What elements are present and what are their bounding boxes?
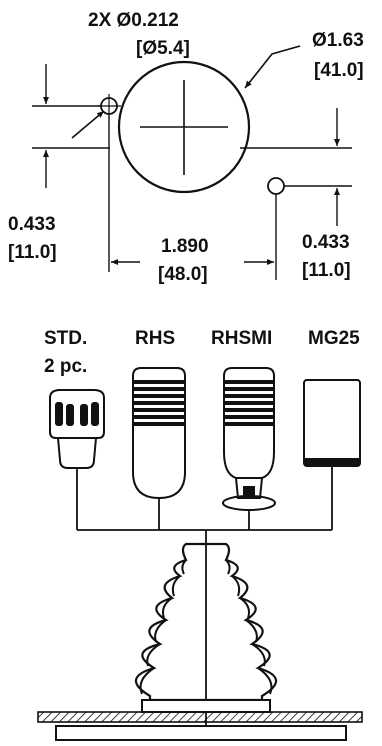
- spacing-label: 1.890: [161, 236, 209, 257]
- spacing-mm-label: [48.0]: [158, 264, 208, 285]
- right-offset-label: 0.433: [302, 232, 350, 253]
- left-offset-mm-label: [11.0]: [8, 242, 57, 263]
- bore-label: Ø1.63: [312, 30, 364, 51]
- rhsmi-handle-illustration: [222, 367, 276, 511]
- hole-note-leader: [71, 110, 105, 139]
- bore-circle: [117, 60, 251, 194]
- left-offset-label: 0.433: [8, 214, 56, 235]
- handle-rhs-label: RHS: [135, 328, 175, 349]
- hole-note-label: 2X Ø0.212: [88, 10, 179, 31]
- mg25-block-illustration: [303, 379, 361, 467]
- handle-mg25-label: MG25: [308, 328, 360, 349]
- mounting-dimension-drawing: 2X Ø0.212 [Ø5.4] Ø1.63 [41.0] 0.433 [11.…: [8, 10, 364, 285]
- joystick-boot-illustration: [37, 530, 363, 741]
- right-offset-mm-label: [11.0]: [302, 260, 351, 281]
- flange-center: [141, 699, 271, 713]
- handle-rhsmi-label: RHSMI: [211, 328, 272, 349]
- rhs-handle-illustration: [132, 367, 186, 500]
- handle-std-note: 2 pc.: [44, 356, 87, 377]
- std-knob-illustration: [49, 389, 105, 469]
- handle-options: STD. 2 pc. RHS RHSMI MG25: [44, 328, 361, 531]
- hole-note-mm-label: [Ø5.4]: [136, 38, 190, 59]
- bore-mm-label: [41.0]: [314, 60, 364, 81]
- bore-note-leader: [244, 45, 301, 89]
- flange-lower: [55, 725, 347, 741]
- handle-std-label: STD.: [44, 328, 87, 349]
- mounting-hole-bottom: [267, 177, 285, 195]
- mounting-plate-hatched: [37, 711, 363, 723]
